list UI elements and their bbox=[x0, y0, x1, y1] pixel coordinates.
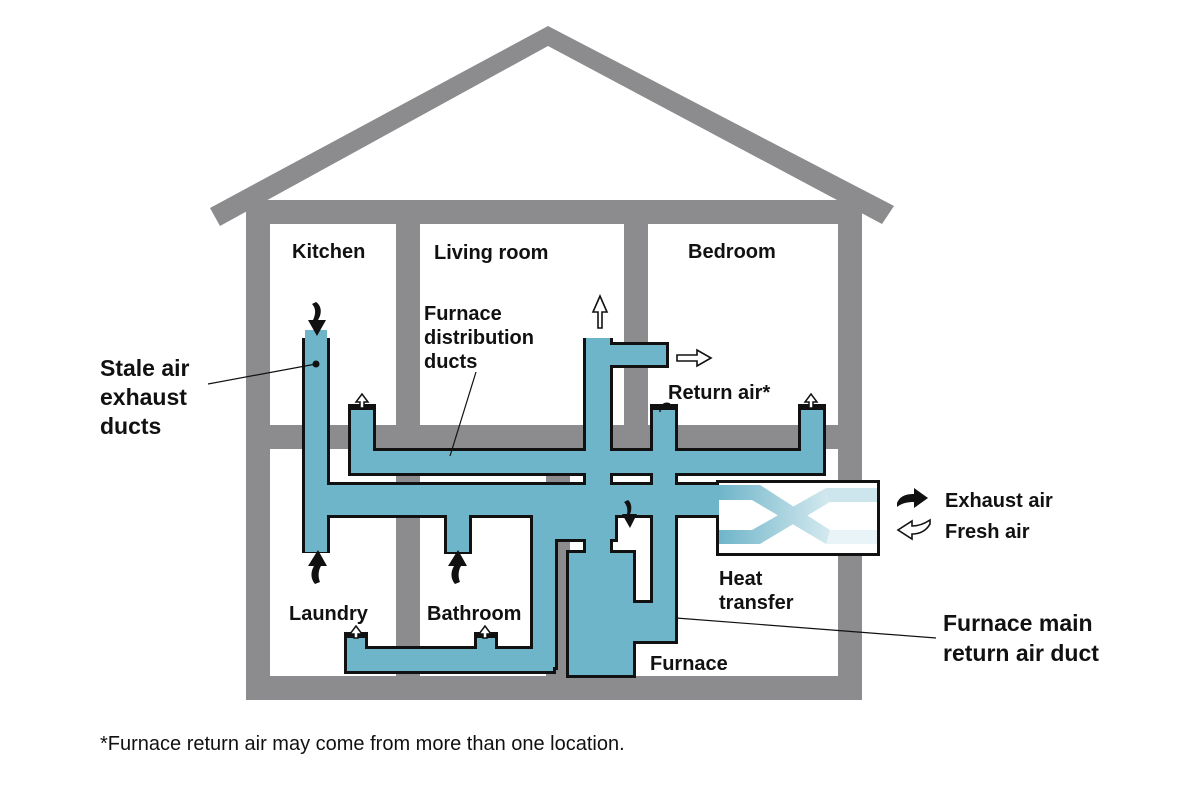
hollow-right-arrow-icon bbox=[676, 348, 713, 368]
distribution-ducts-label: Furnace distribution ducts bbox=[424, 303, 534, 373]
wall-kitchen-living bbox=[396, 224, 420, 425]
room-labels: Kitchen Living room Bedroom Laundry Bath… bbox=[289, 241, 776, 625]
main-return-line-2: return air duct bbox=[943, 640, 1099, 666]
heat-transfer-label: Heat transfer bbox=[719, 568, 794, 614]
solid-curved-up-arrow-icon bbox=[308, 550, 327, 584]
bottom-plate bbox=[246, 676, 862, 700]
floor-slab bbox=[246, 425, 862, 449]
solid-right-arrow-icon bbox=[897, 488, 928, 508]
furnace bbox=[569, 553, 633, 675]
bedroom-supply-branch bbox=[594, 345, 666, 365]
distribution-label-line-3: ducts bbox=[424, 351, 477, 373]
hollow-up-arrow-icon bbox=[477, 624, 493, 639]
fresh-air-branch bbox=[614, 497, 720, 513]
solid-curved-up-arrow-icon bbox=[448, 550, 467, 584]
return-air-label: Return air* bbox=[668, 382, 770, 404]
heat-transfer-line-2: transfer bbox=[719, 592, 794, 614]
hollow-up-arrow-icon bbox=[591, 294, 609, 329]
main-return-leader bbox=[675, 617, 937, 639]
hollow-up-arrow-icon bbox=[354, 392, 370, 409]
ductwork bbox=[305, 330, 823, 675]
room-label-laundry: Laundry bbox=[289, 603, 369, 625]
distribution-leader bbox=[449, 371, 477, 457]
room-label-bedroom: Bedroom bbox=[688, 241, 776, 263]
solid-curved-down-arrow-icon bbox=[308, 302, 326, 336]
main-return-label: Furnace main return air duct bbox=[943, 610, 1099, 666]
top-plate bbox=[246, 200, 862, 224]
stale-air-label: Stale air exhaust ducts bbox=[100, 355, 190, 439]
basement-supply-run bbox=[347, 649, 553, 671]
bathroom-exhaust-stub bbox=[447, 500, 469, 552]
stale-air-leader-dot bbox=[312, 360, 320, 368]
right-wall bbox=[838, 200, 862, 700]
stale-air-label-line-2: exhaust bbox=[100, 384, 187, 410]
main-return-line-1: Furnace main bbox=[943, 610, 1093, 636]
solid-curved-down-arrow-icon bbox=[622, 500, 637, 528]
roof bbox=[210, 26, 894, 226]
laundry-supply-stub bbox=[347, 638, 365, 668]
main-return-elbow bbox=[629, 603, 675, 641]
heat-exchanger-core bbox=[719, 483, 877, 553]
stale-air-label-line-1: Stale air bbox=[100, 355, 190, 381]
distribution-label-line-1: Furnace bbox=[424, 303, 502, 325]
distribution-label-line-2: distribution bbox=[424, 327, 534, 349]
fresh-air-label: Fresh air bbox=[945, 521, 1030, 543]
furnace-label: Furnace bbox=[650, 653, 728, 675]
left-wall bbox=[246, 200, 270, 700]
heat-transfer-line-1: Heat bbox=[719, 568, 763, 590]
hollow-up-arrow-icon bbox=[803, 392, 819, 409]
stale-air-label-line-3: ducts bbox=[100, 413, 161, 439]
bedroom-supply-riser bbox=[801, 410, 823, 460]
leader-lines bbox=[207, 363, 937, 639]
room-label-kitchen: Kitchen bbox=[292, 241, 365, 263]
room-label-living-room: Living room bbox=[434, 242, 548, 264]
bath-supply-stub bbox=[477, 638, 495, 668]
exhaust-air-label: Exhaust air bbox=[945, 490, 1053, 512]
kitchen-supply-riser bbox=[351, 410, 373, 460]
hollow-up-arrow-icon bbox=[348, 624, 364, 639]
stale-air-leader bbox=[207, 363, 317, 385]
return-grille-hook bbox=[659, 402, 671, 413]
lower-supply-drop bbox=[533, 530, 555, 667]
wall-living-bedroom bbox=[624, 224, 648, 425]
hollow-left-arrow-icon bbox=[896, 518, 931, 541]
footnote: *Furnace return air may come from more t… bbox=[100, 733, 625, 755]
room-label-bathroom: Bathroom bbox=[427, 603, 521, 625]
